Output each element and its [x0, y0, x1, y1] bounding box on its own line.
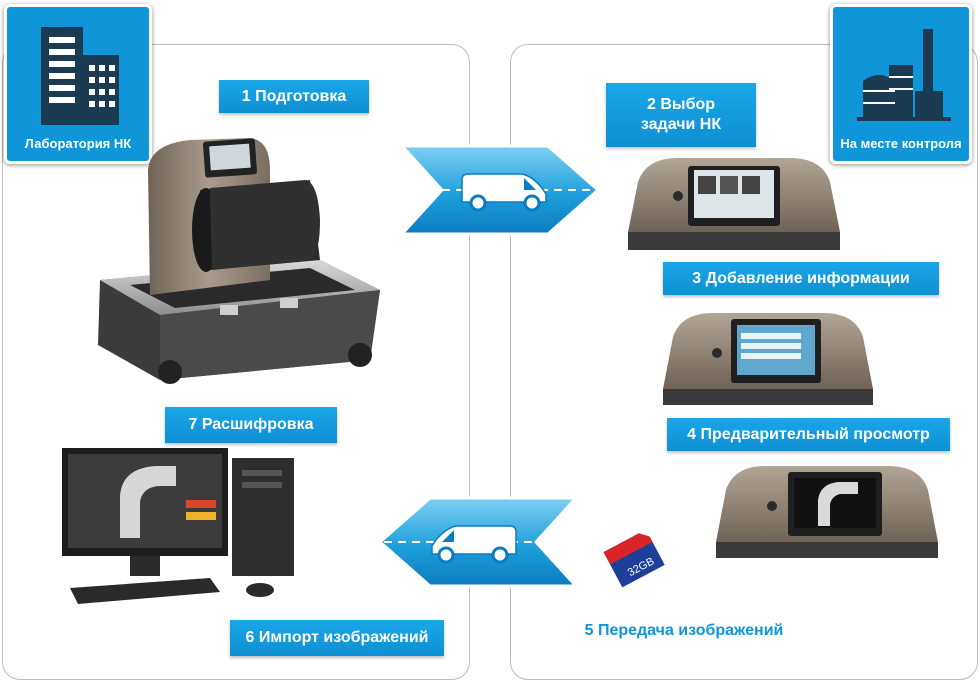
van-icon — [431, 525, 517, 564]
office-building-icon — [41, 27, 119, 125]
step-5-text: 5 Передача изображений — [584, 621, 784, 639]
step-1-text: 1 Подготовка — [241, 87, 347, 105]
transport-arrow-to-lab — [377, 496, 580, 588]
step-3-text: 3 Добавление информации — [692, 269, 910, 287]
location-label-on-site: На месте контроля — [840, 136, 962, 151]
location-label-laboratory: Лаборатория НК — [24, 136, 132, 151]
step-7-text: 7 Расшифровка — [188, 416, 314, 433]
step-5-label: 5 Передача изображений — [567, 614, 801, 647]
step-3-label: 3 Добавление информации — [663, 262, 939, 295]
step-6-text: 6 Импорт изображений — [245, 629, 429, 646]
step-2-text-line2: задачи НК — [640, 116, 722, 133]
step-4-label: 4 Предварительный просмотр — [667, 418, 950, 451]
step-7-label: 7 Расшифровка — [165, 407, 337, 443]
scanner-device-preview — [716, 466, 938, 558]
scanner-device-info-entry — [663, 313, 873, 405]
scanner-in-case-image — [98, 138, 380, 384]
workstation-computer-image — [62, 448, 294, 604]
scanner-device-task-selection — [628, 158, 840, 250]
step-4-text: 4 Предварительный просмотр — [687, 425, 930, 443]
location-badge-on-site: На месте контроля — [830, 4, 972, 164]
van-icon — [461, 173, 547, 212]
location-badge-laboratory: Лаборатория НК — [4, 4, 152, 164]
step-6-label: 6 Импорт изображений — [230, 620, 444, 656]
sd-card-image: 32GB — [603, 533, 665, 588]
industrial-plant-icon — [857, 29, 951, 121]
step-2-text-line1: 2 Выбор — [647, 96, 715, 113]
step-2-label: 2 Выбор задачи НК — [606, 83, 756, 147]
step-1-label: 1 Подготовка — [219, 80, 369, 113]
transport-arrow-to-site — [398, 144, 601, 236]
